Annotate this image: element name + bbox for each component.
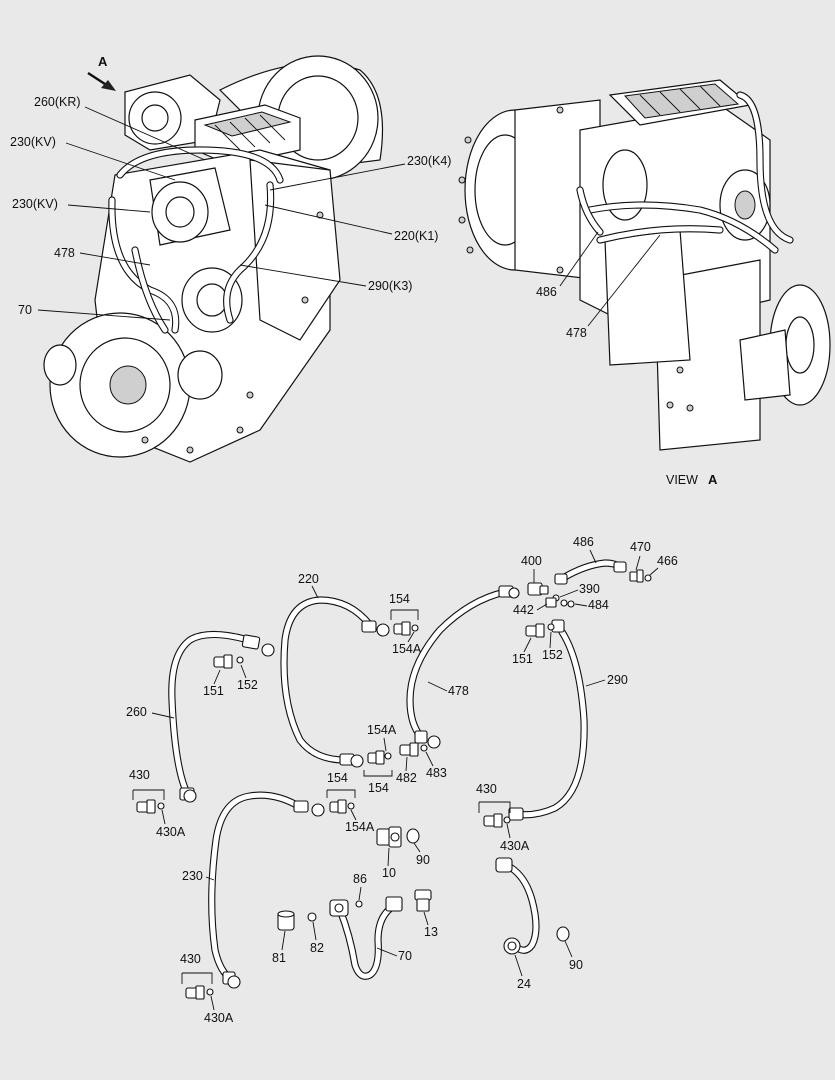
- oring-82: [307, 912, 317, 922]
- label-400: 400: [521, 554, 542, 568]
- fitting-430-b: [185, 985, 214, 1000]
- left-transmission-illustration: A: [43, 54, 384, 463]
- label-154a-a: 154A: [392, 642, 422, 656]
- label-484: 484: [588, 598, 609, 612]
- callout-230-kv-b: 230(KV): [12, 197, 58, 211]
- label-290: 290: [607, 673, 628, 687]
- label-442: 442: [513, 603, 534, 617]
- callout-290-k3: 290(K3): [368, 279, 412, 293]
- label-154-b: 154: [327, 771, 348, 785]
- callout-70-left: 70: [18, 303, 32, 317]
- right-callouts: 486 478 VIEW A: [536, 231, 718, 487]
- pipe-24: [495, 857, 540, 955]
- callout-260-kr: 260(KR): [34, 95, 81, 109]
- label-430-c: 430: [476, 782, 497, 796]
- label-478: 478: [448, 684, 469, 698]
- part-483-oring: [420, 744, 428, 752]
- label-13: 13: [424, 925, 438, 939]
- callout-230-kv-a: 230(KV): [10, 135, 56, 149]
- label-430a-c: 430A: [500, 839, 530, 853]
- view-arrow: A: [87, 54, 116, 91]
- pipe-70: [329, 896, 403, 980]
- label-390: 390: [579, 582, 600, 596]
- fitting-154-c: [329, 799, 355, 814]
- label-230: 230: [182, 869, 203, 883]
- label-151-b: 151: [512, 652, 533, 666]
- label-430a-a: 430A: [156, 825, 186, 839]
- part-151-b: [525, 623, 545, 638]
- label-154a-c: 154A: [345, 820, 375, 834]
- label-260: 260: [126, 705, 147, 719]
- right-transmission-illustration: [458, 79, 831, 451]
- fitting-470: [629, 569, 644, 583]
- view-a-letter: A: [708, 472, 718, 487]
- fitting-154-b: [367, 750, 392, 765]
- oring-484: [567, 600, 575, 608]
- label-486: 486: [573, 535, 594, 549]
- fitting-10: [376, 826, 402, 848]
- label-90-b: 90: [569, 958, 583, 972]
- callout-478-left: 478: [54, 246, 75, 260]
- fitting-154-a: [393, 621, 419, 636]
- fitting-430-c: [483, 813, 511, 828]
- plug-81: [277, 910, 295, 931]
- fitting-13: [414, 889, 432, 912]
- oring-90-a: [406, 828, 420, 844]
- label-482: 482: [396, 771, 417, 785]
- label-220: 220: [298, 572, 319, 586]
- hose-478: [406, 585, 520, 749]
- label-430-a: 430: [129, 768, 150, 782]
- hose-486: [554, 559, 627, 585]
- oring-152-b: [547, 623, 555, 631]
- oring-90-b: [556, 926, 570, 942]
- tee-400: [527, 582, 549, 596]
- hose-230: [208, 791, 325, 989]
- label-10: 10: [382, 866, 396, 880]
- callout-486-right: 486: [536, 285, 557, 299]
- label-430a-b: 430A: [204, 1011, 234, 1025]
- callout-220-k1: 220(K1): [394, 229, 438, 243]
- label-470: 470: [630, 540, 651, 554]
- label-90-a: 90: [416, 853, 430, 867]
- label-483: 483: [426, 766, 447, 780]
- hose-220: [280, 596, 390, 768]
- oring-86: [355, 900, 363, 908]
- view-arrow-letter: A: [98, 54, 108, 69]
- oring-152-a: [236, 656, 244, 664]
- plug-442: [545, 597, 568, 608]
- label-152-a: 152: [237, 678, 258, 692]
- part-482: [399, 742, 419, 757]
- label-154-a: 154: [389, 592, 410, 606]
- callout-230-k4: 230(K4): [407, 154, 451, 168]
- label-430-b: 430: [180, 952, 201, 966]
- label-151-a: 151: [203, 684, 224, 698]
- label-86: 86: [353, 872, 367, 886]
- view-a-word: VIEW: [666, 473, 698, 487]
- label-154-c: 154: [368, 781, 389, 795]
- oring-466: [644, 574, 652, 582]
- label-70: 70: [398, 949, 412, 963]
- callout-478-right: 478: [566, 326, 587, 340]
- part-151-a: [213, 654, 233, 669]
- left-callouts: 260(KR) 230(KV) 230(KV) 478 70 230(K4) 2…: [10, 95, 451, 321]
- label-24: 24: [517, 977, 531, 991]
- fitting-430-a: [136, 799, 165, 814]
- label-81: 81: [272, 951, 286, 965]
- label-154a-b: 154A: [367, 723, 397, 737]
- hose-260: [168, 630, 275, 803]
- label-466: 466: [657, 554, 678, 568]
- label-152-b: 152: [542, 648, 563, 662]
- label-82: 82: [310, 941, 324, 955]
